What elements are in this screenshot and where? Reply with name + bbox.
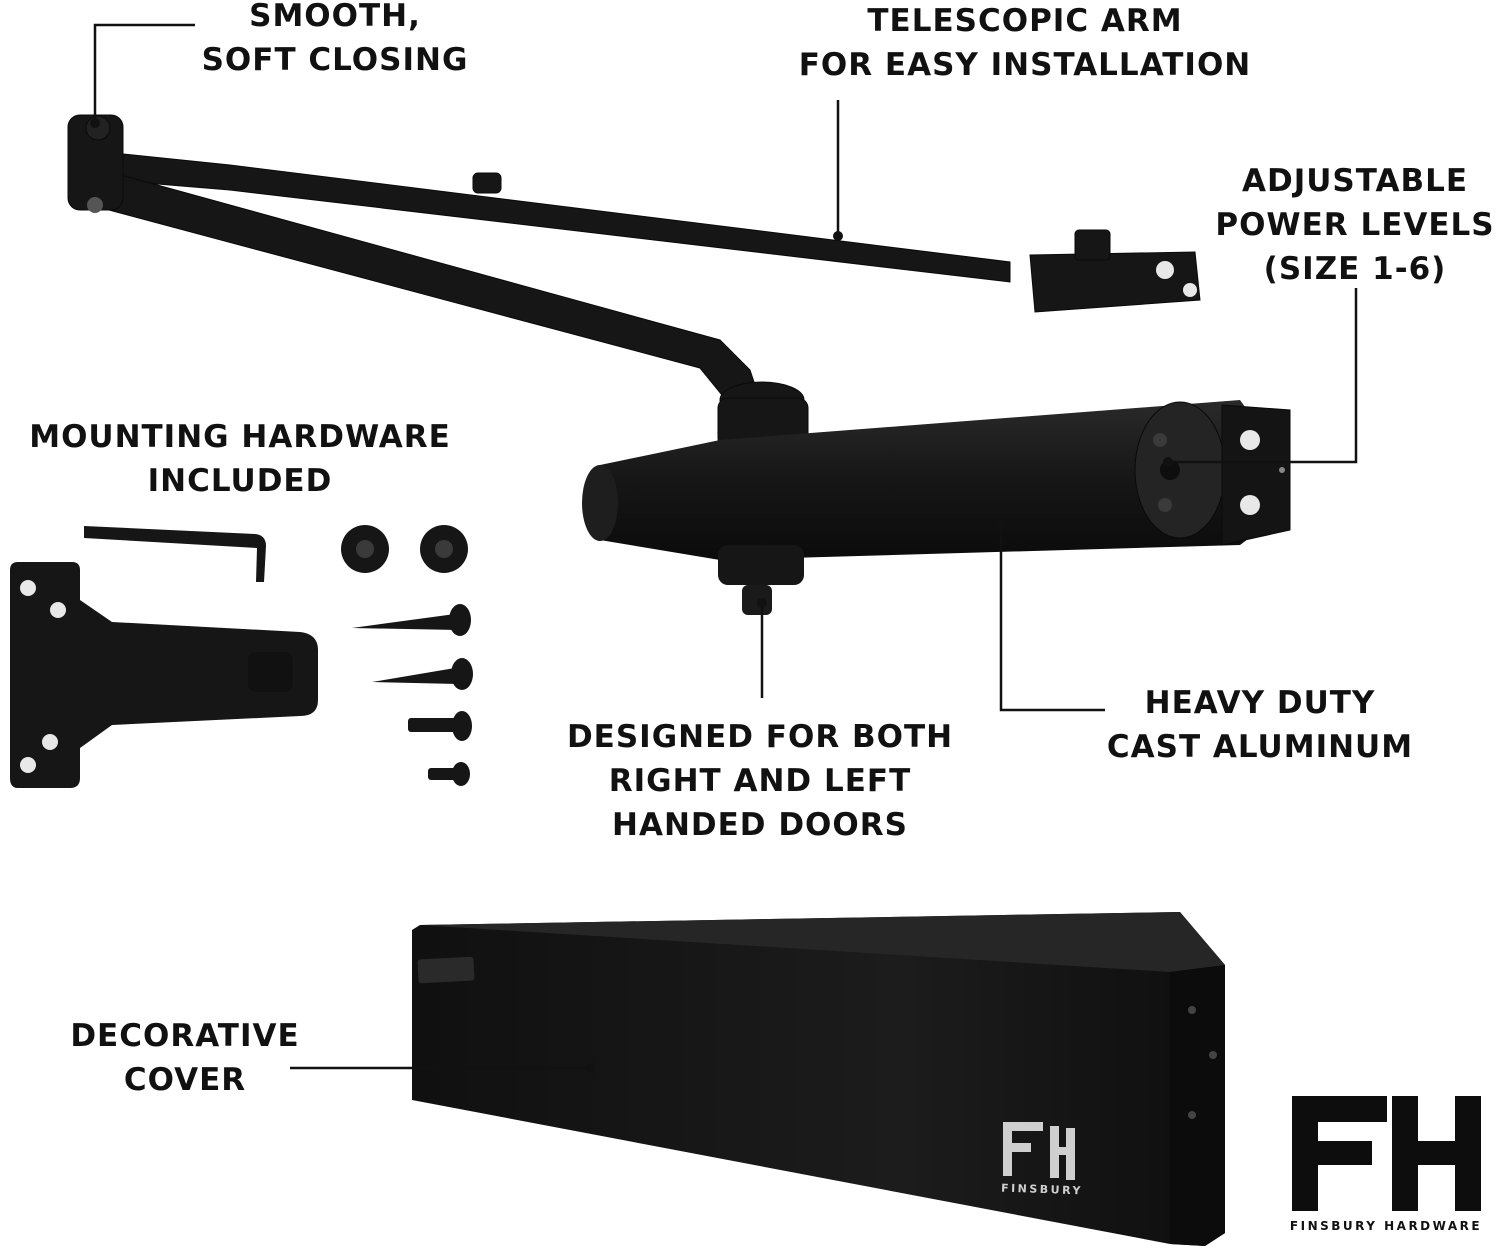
callout-line: TELESCOPIC ARM [867,3,1183,39]
callout-line: (SIZE 1-6) [1263,251,1447,287]
callout-line: DECORATIVE [70,1018,300,1054]
callout-line: MOUNTING HARDWARE [29,419,451,455]
callout-line: CAST ALUMINUM [1106,729,1414,765]
callout-line: INCLUDED [147,463,333,499]
callout-line: SMOOTH, [249,0,421,34]
callout-smooth-closing: SMOOTH, SOFT CLOSING [180,0,490,82]
callout-heavy-duty: HEAVY DUTY CAST ALUMINUM [1080,681,1440,769]
callout-mounting-hardware: MOUNTING HARDWARE INCLUDED [0,415,485,503]
callout-line: COVER [123,1062,247,1098]
callout-adjustable-power: ADJUSTABLE POWER LEVELS (SIZE 1-6) [1205,159,1500,291]
wood-screw [372,658,473,690]
closer-body [582,400,1291,615]
mounting-bracket [10,562,318,788]
cover-logo [1003,1122,1075,1180]
hex-key [84,526,266,582]
callout-line: HEAVY DUTY [1144,685,1376,721]
callout-line: HANDED DOORS [612,807,908,843]
callout-line: RIGHT AND LEFT [608,763,912,799]
wood-screw [352,604,471,636]
leader-smooth [93,23,195,120]
machine-screw [428,762,470,786]
callout-line: ADJUSTABLE [1241,163,1469,199]
brand-name: FINSBURY HARDWARE [1289,1219,1483,1233]
callout-line: DESIGNED FOR BOTH [566,719,954,755]
callout-lines [90,23,1358,1073]
decorative-cover [412,912,1225,1246]
mounting-hardware [10,525,473,788]
brand-logo [1292,1096,1481,1211]
callout-handed-doors: DESIGNED FOR BOTH RIGHT AND LEFT HANDED … [545,715,975,847]
leader-adjustable [1170,288,1358,464]
callout-line: POWER LEVELS [1215,207,1495,243]
callout-decorative-cover: DECORATIVE COVER [20,1014,350,1102]
leader-heavy [999,527,1105,712]
closer-arm-assembly [67,114,1201,449]
callout-line: SOFT CLOSING [201,42,469,78]
callout-line: FOR EASY INSTALLATION [798,47,1252,83]
parallel-bracket [1029,251,1201,313]
machine-screw [408,711,472,741]
callout-telescopic-arm: TELESCOPIC ARM FOR EASY INSTALLATION [770,0,1280,87]
